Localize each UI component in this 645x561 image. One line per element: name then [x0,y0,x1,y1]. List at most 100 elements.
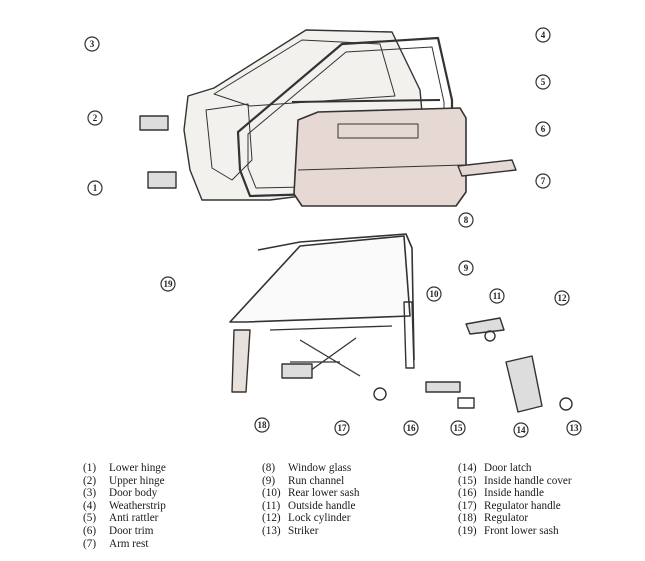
callout-16: 16 [403,420,419,436]
door-trim-panel [293,107,467,207]
legend-item: (1) Lower hinge [83,462,166,475]
front-lower-sash [231,329,251,393]
callout-number: 2 [93,113,98,123]
legend-item: (15)Inside handle cover [458,475,572,488]
legend-item: (18)Regulator [458,512,572,525]
legend-label: Inside handle cover [484,474,572,487]
callout-number: 17 [338,423,348,433]
legend-number: (10) [262,487,281,500]
callout-9: 9 [458,260,474,276]
callout-11: 11 [489,288,505,304]
callout-number: 15 [454,423,464,433]
legend-item: (4)Weatherstrip [83,500,166,513]
legend-item: (17)Regulator handle [458,500,572,513]
rear-lower-sash [403,301,415,369]
legend-label: Lock cylinder [288,512,351,525]
callout-17: 17 [334,420,350,436]
legend-number: (7) [83,537,97,550]
legend-item: (12) Lock cylinder [262,512,359,525]
legend-item: (11)Outside handle [262,500,359,513]
callout-number: 9 [464,263,469,273]
callout-number: 16 [407,423,417,433]
callout-15: 15 [450,420,466,436]
legend-label: Run channel [288,474,345,487]
callout-number: 3 [90,39,95,49]
callout-8: 8 [458,212,474,228]
callout-number: 18 [258,420,268,430]
legend-item: (19)Front lower sash [458,525,572,538]
legend-item: (2) Upper hinge [83,475,166,488]
legend-number: (14) [458,462,477,474]
legend-item: (13) Striker [262,525,359,538]
legend-number: (13) [262,524,281,537]
callout-circle [87,180,103,196]
legend-label: Front lower sash [484,524,559,537]
legend-number: (1) [83,462,97,474]
legend-label: Arm rest [109,537,149,550]
callout-19: 19 [160,276,176,292]
legend-label: Door body [109,487,158,500]
callout-number: 8 [464,215,469,225]
callout-number: 7 [541,176,546,186]
legend-item: (6)Door trim [83,525,166,538]
legend-item: (14)Door latch [458,462,572,475]
callout-13: 13 [566,420,582,436]
arm-rest [457,159,517,177]
legend-label: Rear lower sash [288,487,360,500]
striker [559,397,573,411]
legend-label: Anti rattler [109,512,159,525]
callout-circle [254,417,270,433]
legend-number: (16) [458,487,477,500]
callout-number: 10 [430,289,440,299]
callout-circle [535,27,551,43]
callout-10: 10 [426,286,442,302]
legend-label: Window glass [288,462,352,474]
window-glass [229,235,411,323]
legend-number: (3) [83,487,97,500]
callout-circle [535,121,551,137]
callout-circle [535,74,551,90]
legend-label: Striker [288,524,319,537]
legend-label: Weatherstrip [109,499,166,512]
legend-number: (12) [262,512,281,525]
legend-item: (7) Arm rest [83,538,166,551]
callout-circle [554,290,570,306]
legend-item: (3) Door body [83,487,166,500]
legend-item: (9) Run channel [262,475,359,488]
callout-circle [403,420,419,436]
legend-number: (5) [83,512,97,525]
callout-number: 1 [93,183,98,193]
callout-circle [513,422,529,438]
inside-handle-cover [457,397,475,409]
legend-label: Upper hinge [109,474,165,487]
callout-12: 12 [554,290,570,306]
legend-label: Outside handle [288,499,356,512]
callout-circle [450,420,466,436]
legend-number: (2) [83,474,97,487]
callout-18: 18 [254,417,270,433]
callout-circle [489,288,505,304]
door-latch [505,355,543,413]
callout-circle [458,212,474,228]
door-drawing [139,29,573,413]
callout-7: 7 [535,173,551,189]
legend-number: (9) [262,474,276,487]
callout-circle [566,420,582,436]
legend-item: (16)Inside handle [458,487,572,500]
legend-column-2: (8)Window glass(9)Run channel(10)Rear lo… [262,462,359,538]
callout-5: 5 [535,74,551,90]
legend-number: (17) [458,499,477,512]
legend-label: Regulator [484,512,529,525]
callout-circle [84,36,100,52]
run-channel [257,233,415,361]
inside-handle [425,381,461,393]
callout-circle [535,173,551,189]
legend-label: Lower hinge [109,462,166,474]
callout-number: 5 [541,77,546,87]
callout-circle [334,420,350,436]
outside-handle [465,317,505,335]
lock-cylinder [484,330,496,342]
